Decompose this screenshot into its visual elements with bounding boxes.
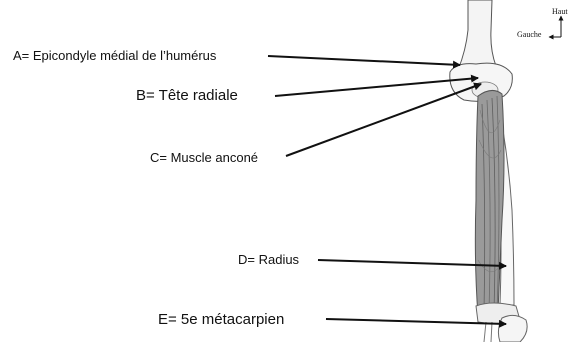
arrow-a bbox=[267, 55, 461, 69]
label-c: C= Muscle anconé bbox=[150, 150, 259, 165]
label-a: A= Epicondyle médial de l’humérus bbox=[13, 48, 217, 63]
orientation-up-label: Haut bbox=[552, 7, 568, 16]
muscle-fiber bbox=[478, 139, 502, 159]
muscle-fiber bbox=[491, 97, 496, 313]
muscle-fiber bbox=[477, 259, 501, 273]
label-b: B= Tête radiale bbox=[136, 87, 238, 104]
orientation-compass bbox=[548, 15, 564, 40]
metacarpal-bone bbox=[490, 321, 493, 343]
orientation-left-label: Gauche bbox=[517, 30, 542, 39]
muscle-fiber bbox=[481, 103, 486, 313]
arrow-b bbox=[274, 74, 479, 97]
metacarpal-bone bbox=[483, 321, 487, 343]
arrow-d bbox=[317, 259, 507, 270]
label-d: D= Radius bbox=[238, 252, 300, 267]
arrow-e bbox=[325, 318, 507, 328]
fifth-metacarpal bbox=[497, 314, 528, 343]
muscle-fiber bbox=[479, 109, 501, 133]
muscle-fiber bbox=[496, 95, 500, 313]
muscle-fiber bbox=[486, 99, 491, 313]
label-e: E= 5e métacarpien bbox=[158, 311, 285, 328]
humerus-bone bbox=[457, 0, 497, 71]
arrow-c bbox=[285, 82, 482, 157]
